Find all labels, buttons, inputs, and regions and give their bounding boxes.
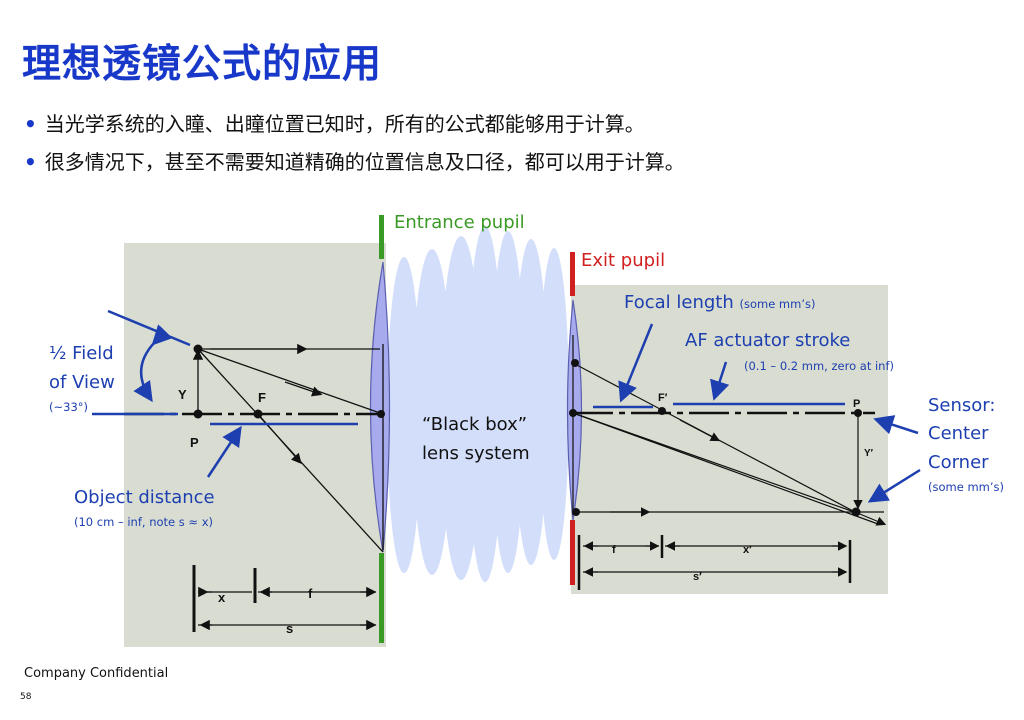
label-f: f — [308, 586, 313, 601]
image-point-p — [854, 409, 862, 417]
black-box-label-2: lens system — [422, 443, 530, 464]
exit-pupil-label: Exit pupil — [581, 250, 666, 271]
half-field-label-2: of View — [49, 372, 115, 393]
sensor-corner-label: Corner — [928, 452, 989, 473]
focal-length-text: Focal length — [624, 292, 734, 313]
object-dimensions — [192, 565, 377, 632]
half-field-label-1: ½ Field — [49, 343, 114, 364]
annotation-lines — [92, 309, 921, 503]
label-y: Y — [178, 387, 187, 402]
label-y-prime: Y′ — [864, 448, 874, 459]
label-f-prime: F′ — [658, 392, 668, 404]
exit-pupil-bar-bottom — [570, 520, 575, 585]
focal-point-f — [253, 409, 263, 419]
page-title: 理想透镜公式的应用 — [22, 42, 383, 87]
black-box-lens — [387, 226, 569, 582]
half-field-note: (~33°) — [49, 400, 88, 414]
af-actuator-note: (0.1 – 0.2 mm, zero at inf) — [744, 359, 895, 373]
object-point-p — [193, 409, 203, 419]
bullet-1: • 当光学系统的入瞳、出瞳位置已知时，所有的公式都能够用于计算。 — [24, 108, 645, 137]
page-number: 58 — [20, 692, 32, 702]
label-f-point: F — [258, 390, 266, 405]
bullet-dot: • — [24, 150, 37, 174]
label-f-right: f — [612, 544, 616, 556]
object-top-point — [193, 344, 203, 354]
bullet-2: • 很多情况下，甚至不需要知道精确的位置信息及口径，都可以用于计算。 — [24, 146, 685, 175]
image-point-y-prime — [851, 507, 861, 517]
label-x-prime: x′ — [743, 544, 752, 556]
sensor-center-label: Center — [928, 423, 989, 444]
exit-bottom-point — [572, 508, 580, 516]
focal-length-label: Focal length (some mm’s) — [624, 288, 815, 319]
label-p-right: P — [853, 398, 860, 410]
exit-pupil-center — [569, 409, 577, 417]
image-side-panel — [571, 285, 888, 594]
black-box-label-1: “Black box” — [422, 414, 528, 435]
label-s-prime: s′ — [693, 571, 702, 583]
focal-point-f-prime — [658, 407, 666, 415]
object-distance-note: (10 cm – inf, note s ≈ x) — [74, 515, 213, 529]
label-x: x — [218, 590, 226, 605]
bullet-1-text: 当光学系统的入瞳、出瞳位置已知时，所有的公式都能够用于计算。 — [44, 112, 645, 136]
image-dimensions — [577, 535, 852, 590]
entrance-pupil-bar-bottom — [379, 553, 384, 643]
footer-confidential: Company Confidential — [24, 666, 169, 681]
exit-pupil-bar-top — [570, 252, 575, 296]
entrance-pupil-bar-top — [379, 215, 384, 259]
entrance-pupil-center — [377, 410, 385, 418]
exit-top-point — [571, 359, 579, 367]
bullet-2-text: 很多情况下，甚至不需要知道精确的位置信息及口径，都可以用于计算。 — [44, 150, 685, 174]
sensor-note: (some mm’s) — [928, 480, 1004, 494]
sensor-label: Sensor: — [928, 395, 996, 416]
label-s: s — [286, 621, 293, 636]
focal-length-note: (some mm’s) — [739, 297, 816, 311]
bullet-dot: • — [24, 112, 37, 136]
af-actuator-label: AF actuator stroke — [685, 330, 851, 351]
object-distance-label: Object distance — [74, 487, 215, 508]
entrance-pupil-label: Entrance pupil — [394, 212, 525, 233]
label-p: P — [190, 435, 199, 450]
